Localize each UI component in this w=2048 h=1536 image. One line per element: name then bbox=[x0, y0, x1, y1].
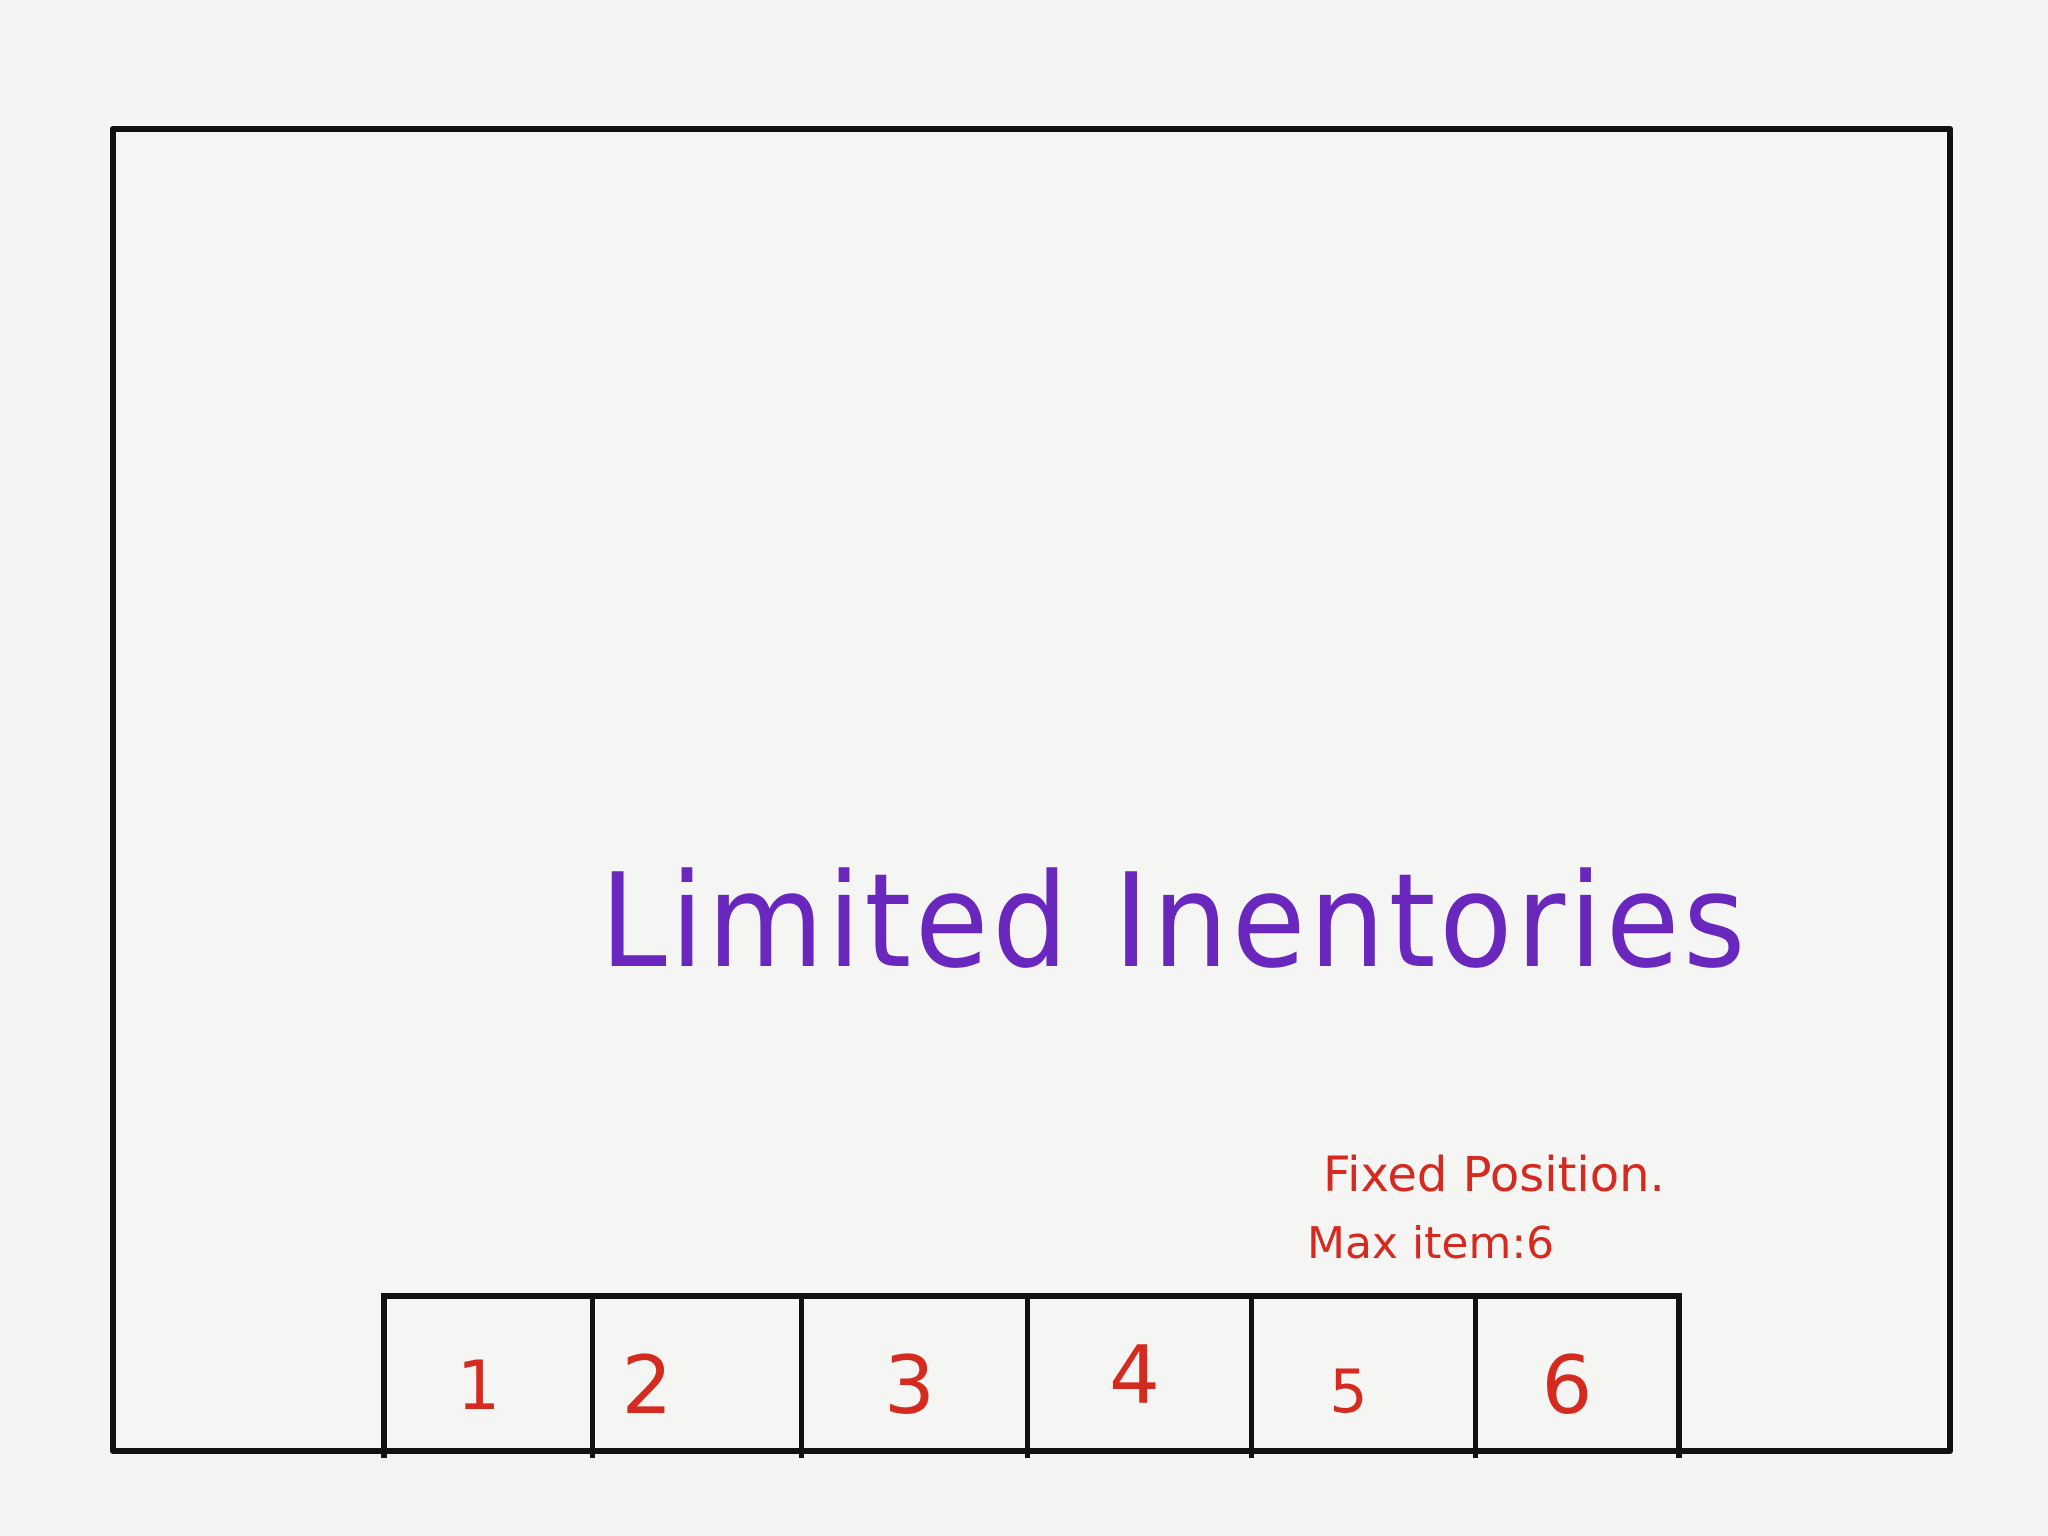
inventory-slot-5[interactable]: 5 bbox=[1254, 1299, 1478, 1458]
inventory-slot-3[interactable]: 3 bbox=[804, 1299, 1030, 1458]
note-max-items: Max item:6 bbox=[1307, 1218, 1555, 1269]
slot-number: 3 bbox=[884, 1339, 935, 1432]
inventory-slot-6[interactable]: 6 bbox=[1478, 1299, 1676, 1458]
slot-number: 2 bbox=[621, 1339, 673, 1432]
screen-title: Limited Inentories bbox=[600, 845, 1750, 997]
inventory-slot-2[interactable]: 2 bbox=[595, 1299, 804, 1458]
inventory-bar: 1 2 3 4 5 6 bbox=[381, 1293, 1682, 1458]
slot-number: 4 bbox=[1109, 1329, 1160, 1422]
game-screen-frame bbox=[110, 126, 1953, 1454]
slot-number: 1 bbox=[456, 1347, 501, 1426]
note-fixed-position: Fixed Position. bbox=[1323, 1147, 1665, 1203]
slot-number: 6 bbox=[1541, 1339, 1593, 1432]
inventory-slot-1[interactable]: 1 bbox=[387, 1299, 595, 1458]
slot-number: 5 bbox=[1329, 1357, 1368, 1427]
inventory-slot-4[interactable]: 4 bbox=[1030, 1299, 1254, 1458]
